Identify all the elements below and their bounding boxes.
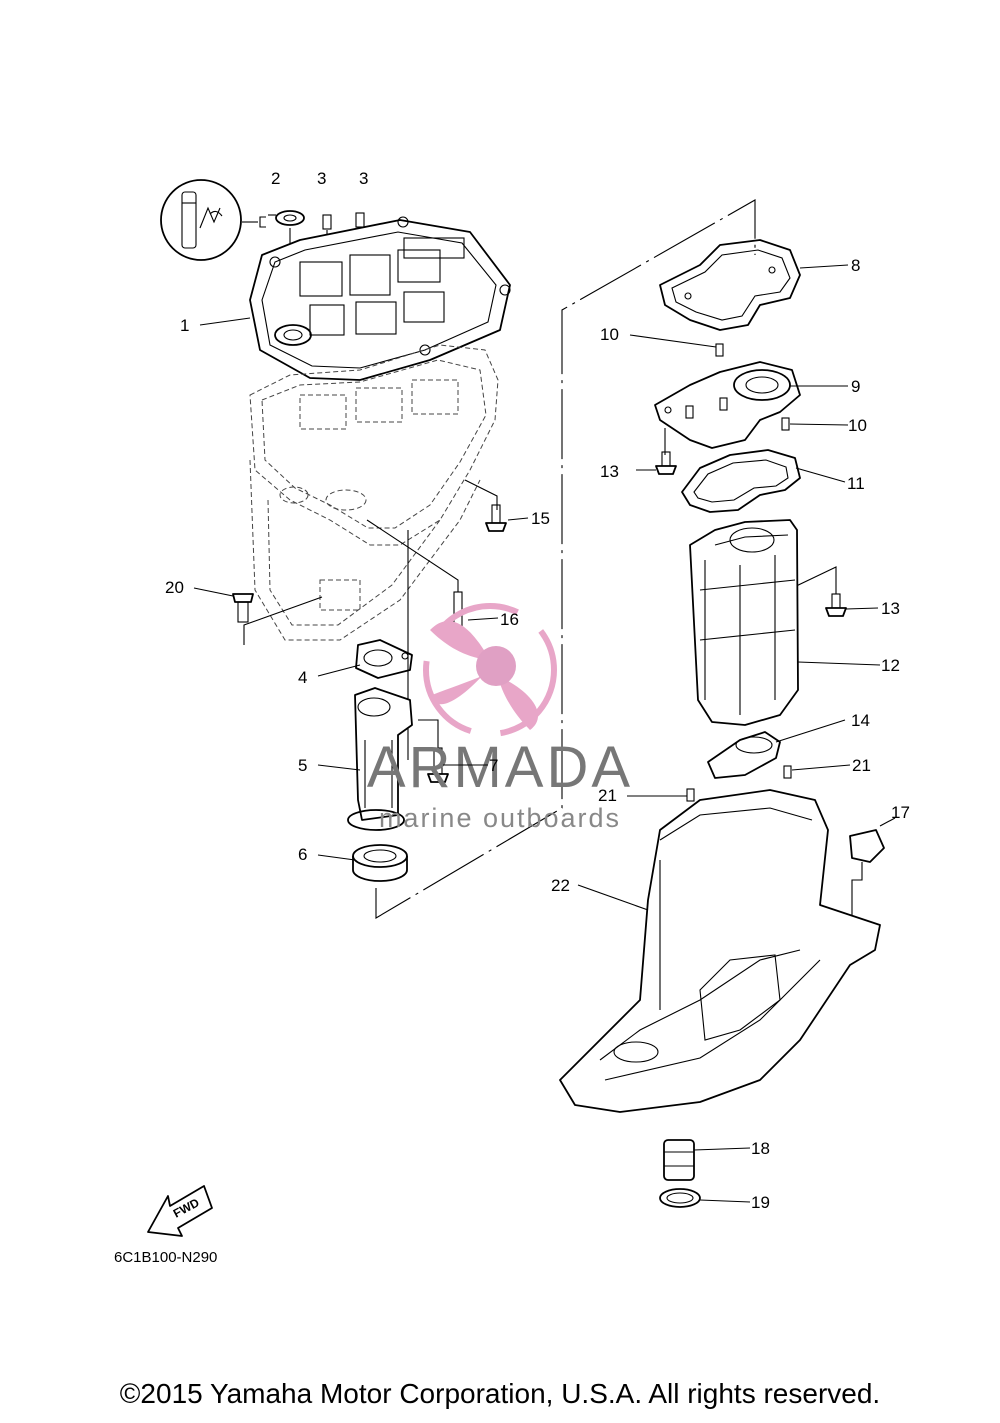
callout-18: 18: [751, 1139, 770, 1158]
callout-11: 11: [847, 474, 865, 493]
callout-7: 7: [489, 756, 498, 775]
callout-21b: 21: [598, 786, 617, 805]
callout-10a: 10: [600, 325, 619, 344]
callout-12: 12: [881, 656, 900, 675]
dowel-pin-part-10-top: [715, 343, 724, 357]
bolt-part-13-upper: [655, 451, 677, 475]
seal-part-14: [707, 731, 781, 779]
callout-5: 5: [298, 756, 307, 775]
watermark-tagline: marine outboards: [379, 803, 621, 833]
callout-19: 19: [751, 1193, 770, 1212]
gasket-part-4: [355, 639, 413, 679]
sealant-detail-inset: [160, 179, 266, 261]
watermark-brand: ARMADA: [367, 735, 633, 800]
upper-casing-part-1: [249, 216, 511, 381]
callout-2: 2: [271, 169, 280, 188]
callout-labels: 1 2 3 3 4 5 6 7 8 9 10 10 11 12 13 13 14…: [165, 169, 910, 1212]
gasket-part-11: [681, 449, 801, 513]
callout-6: 6: [298, 845, 307, 864]
copyright-notice: ©2015 Yamaha Motor Corporation, U.S.A. A…: [119, 1378, 881, 1409]
exhaust-guide-part-5: [347, 687, 413, 831]
diagram-code: 6C1B100-N290: [114, 1249, 217, 1266]
dowel-pin-part-21-left: [686, 788, 695, 802]
muffler-part-12: [689, 519, 799, 726]
callout-21a: 21: [852, 756, 871, 775]
dowel-pin-part-10-right: [781, 417, 790, 431]
callout-13a: 13: [600, 462, 619, 481]
callout-16: 16: [500, 610, 519, 629]
callout-10b: 10: [848, 416, 867, 435]
grommet-part-18: [663, 1139, 695, 1181]
bolt-part-15: [485, 504, 507, 532]
armada-propeller-logo: [423, 603, 557, 737]
engine-block-outline: [249, 344, 499, 641]
callout-15: 15: [531, 509, 550, 528]
callout-13b: 13: [881, 599, 900, 618]
callout-9: 9: [851, 377, 860, 396]
callout-leaders: [193, 214, 896, 1203]
gasket-part-8: [659, 239, 801, 331]
callout-4: 4: [298, 668, 307, 687]
callout-17: 17: [891, 803, 910, 822]
callout-22: 22: [551, 876, 570, 895]
bolt-part-20: [232, 593, 254, 623]
callout-3a: 3: [317, 169, 326, 188]
callout-3b: 3: [359, 169, 368, 188]
callout-1: 1: [180, 316, 189, 335]
cover-part-17: [849, 829, 885, 915]
bolt-part-13-lower: [825, 593, 847, 617]
dowel-pin-part-21-right: [783, 765, 792, 779]
armada-watermark: ARMADA marine outboards: [367, 603, 633, 833]
forward-direction-arrow: FWD: [147, 1185, 213, 1237]
clip-part-19: [659, 1188, 701, 1208]
oil-seal-part-6: [352, 844, 408, 882]
manifold-plate-part-9: [654, 361, 801, 449]
callout-8: 8: [851, 256, 860, 275]
upper-casing-part-22: [559, 789, 881, 1113]
bolt-part-7: [418, 719, 449, 783]
callout-14: 14: [851, 711, 870, 730]
callout-20: 20: [165, 578, 184, 597]
